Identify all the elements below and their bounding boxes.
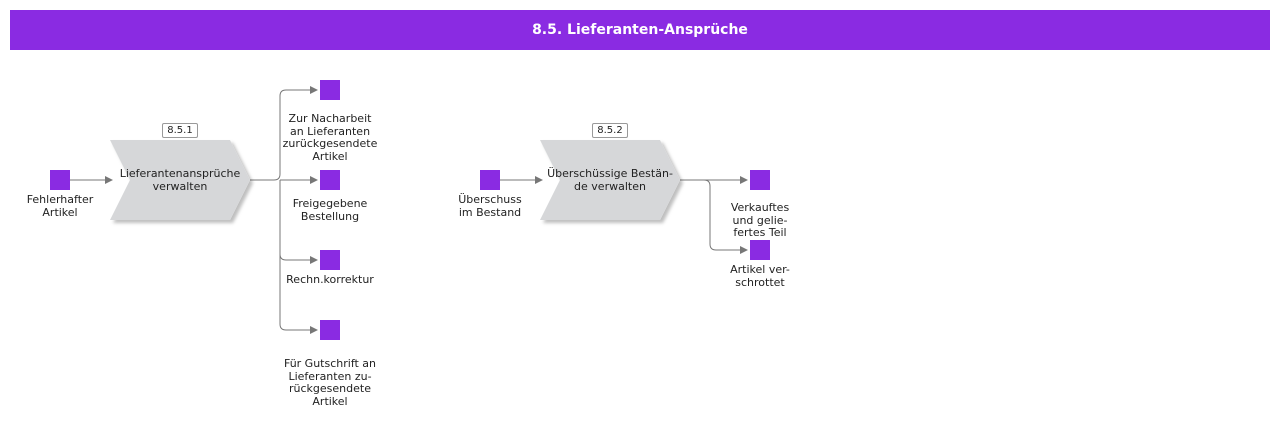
process-label: Überschüssige Bestän- de verwalten bbox=[547, 167, 673, 193]
item-square-ueberschuss bbox=[480, 170, 500, 190]
item-square-verkauftes bbox=[750, 170, 770, 190]
item-label-fehlerhafter: Fehlerhafter Artikel bbox=[26, 193, 94, 219]
item-square-gutschrift bbox=[320, 320, 340, 340]
process-shape-8-5-2 bbox=[540, 140, 680, 220]
item-label-nacharbeit: Zur Nacharbeit an Lieferanten zurückgese… bbox=[282, 112, 378, 163]
item-label-verkauftes: Verkauftes und gelie- fertes Teil bbox=[730, 201, 790, 239]
item-label-gutschrift: Für Gutschrift an Lieferanten zu- rückge… bbox=[283, 357, 377, 408]
item-label-verschrottet: Artikel ver- schrottet bbox=[730, 263, 790, 289]
item-square-verschrottet bbox=[750, 240, 770, 260]
process-shape-8-5-1 bbox=[110, 140, 250, 220]
process-id-tag: 8.5.1 bbox=[162, 123, 198, 138]
diagram-title: 8.5. Lieferanten-Ansprüche bbox=[10, 10, 1270, 50]
connector-process1-to-gutschrift bbox=[279, 254, 318, 334]
connector-process1-branch bbox=[250, 86, 318, 181]
item-square-fehlerhafter bbox=[50, 170, 70, 190]
item-label-rechn: Rechn.korrektur bbox=[286, 273, 374, 286]
item-label-ueberschuss: Überschuss im Bestand bbox=[458, 193, 522, 219]
item-square-freigegebene bbox=[320, 170, 340, 190]
item-label-freigegebene: Freigegebene Bestellung bbox=[292, 197, 368, 223]
item-square-nacharbeit bbox=[320, 80, 340, 100]
item-square-rechn bbox=[320, 250, 340, 270]
process-id-tag: 8.5.2 bbox=[592, 123, 628, 138]
process-label: Lieferantenansprüche verwalten bbox=[119, 167, 241, 193]
connector-process2-to-verschrottet bbox=[703, 179, 748, 254]
